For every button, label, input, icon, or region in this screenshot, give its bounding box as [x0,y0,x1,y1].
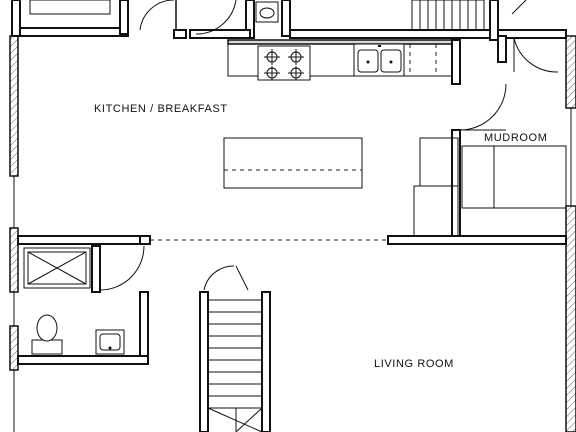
exterior-walls [9,35,576,432]
kitchen-counters [227,39,461,81]
room-label-living: LIVING ROOM [374,358,454,370]
main-stair-icon [199,265,271,432]
bathroom [17,235,151,365]
room-label-mudroom: MUDROOM [484,132,547,144]
shower-icon [23,247,91,289]
room-label-kitchen: KITCHEN / BREAKFAST [94,103,228,115]
kitchen-island [223,137,363,189]
toilet-icon [31,314,63,355]
mudroom-walls [387,35,567,245]
top-rooms [11,0,567,73]
upper-stair-icon [411,0,485,31]
range-icon [257,45,311,81]
vanity-sink-icon [95,329,125,355]
kitchen-sink-icon [353,43,405,77]
